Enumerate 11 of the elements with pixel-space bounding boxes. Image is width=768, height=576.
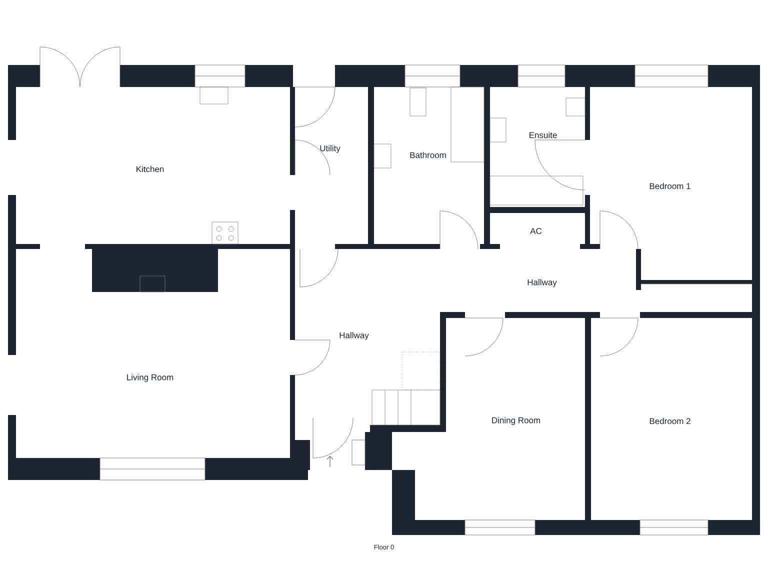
room-label: Utility — [320, 145, 340, 153]
room-label: Dining Room — [492, 417, 540, 425]
room-label: Bathroom — [410, 152, 446, 158]
room-label: Bedroom 2 — [650, 418, 690, 424]
room-label: AC — [530, 228, 542, 234]
room-label: Kitchen — [136, 166, 164, 172]
room-label: Bedroom 1 — [650, 182, 690, 190]
room-label: Ensuite — [530, 132, 557, 138]
room-label: Hallway — [528, 279, 557, 287]
room-label: Living Room — [127, 374, 174, 382]
room-label: Hallway — [340, 332, 369, 340]
